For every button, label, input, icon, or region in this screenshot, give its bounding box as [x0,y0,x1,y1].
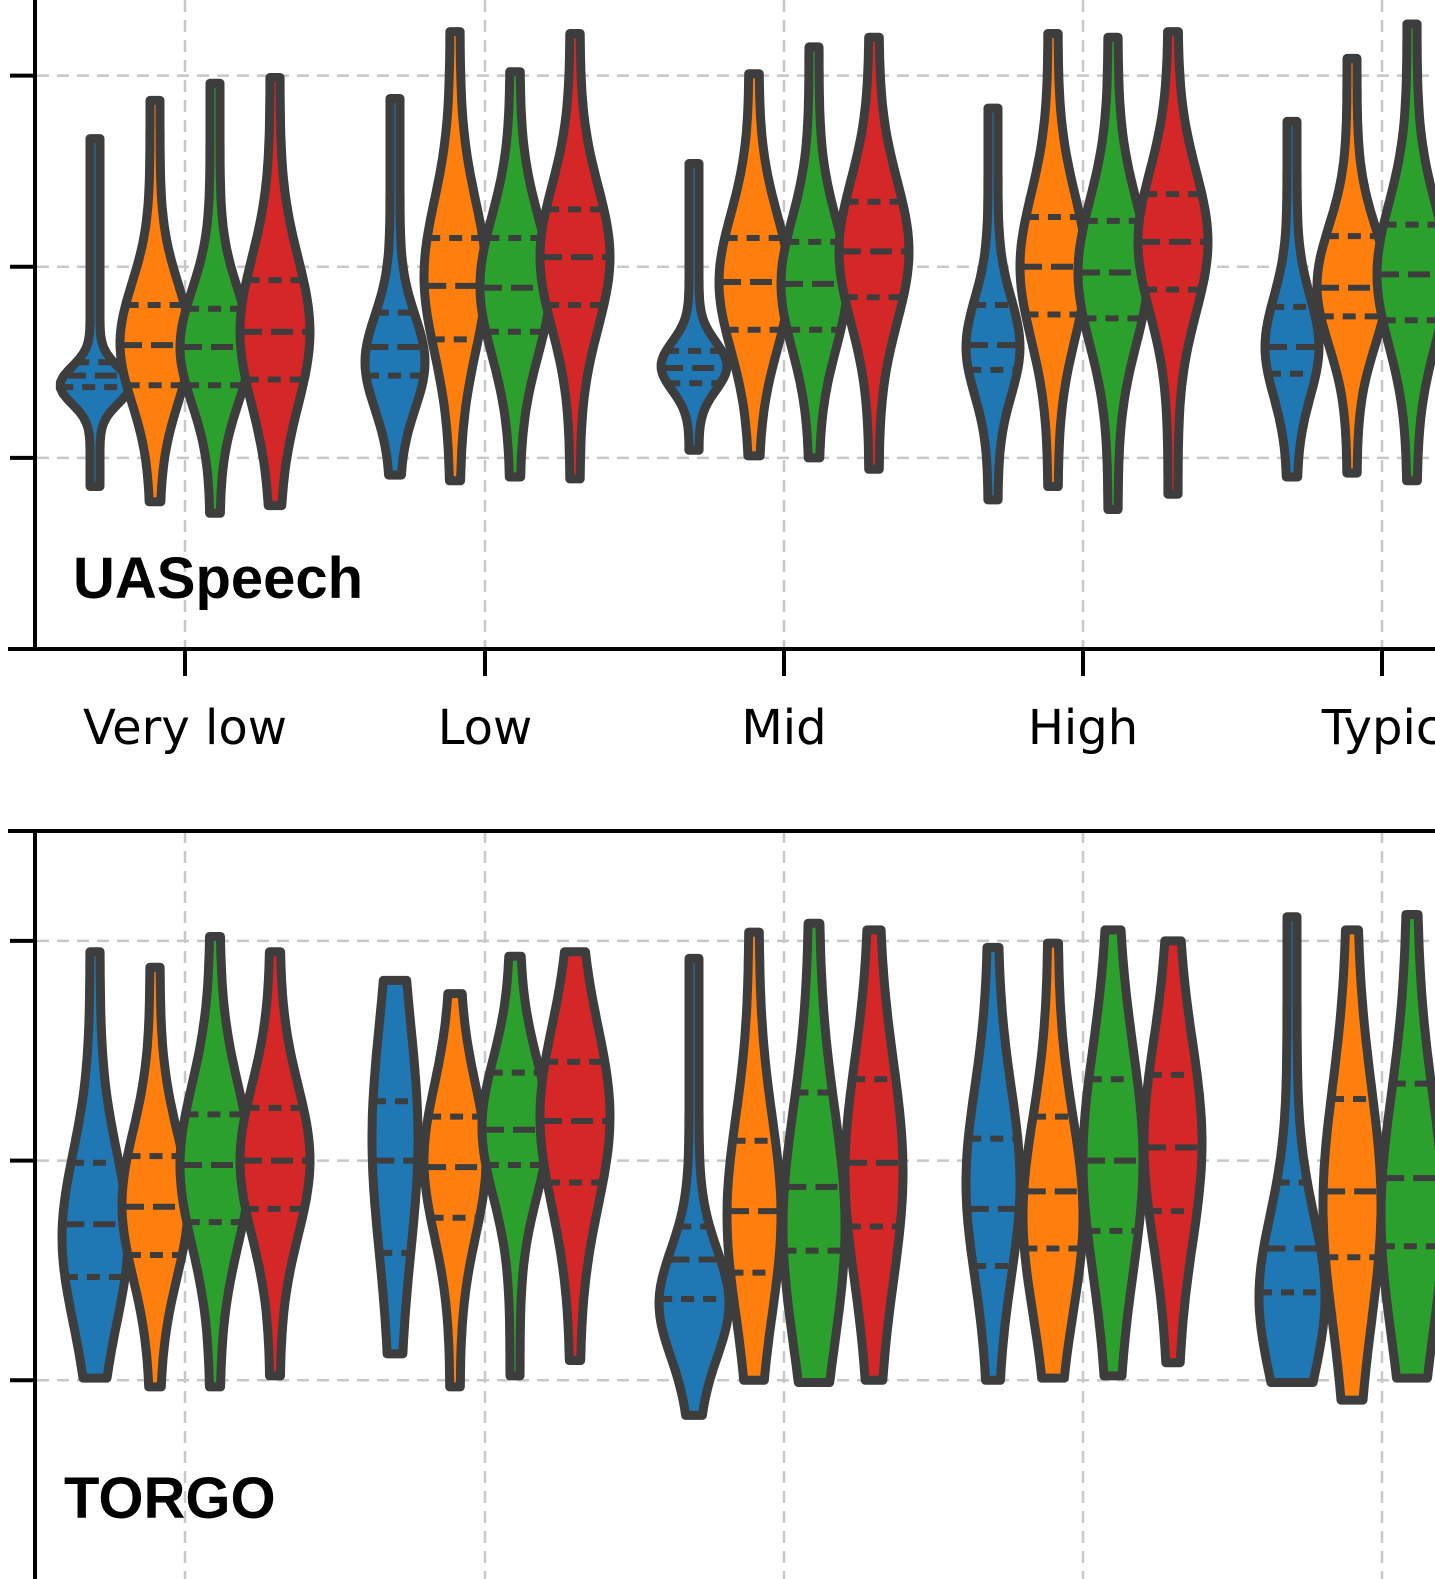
x-tick-label: Mid [741,700,826,756]
violin-body [419,27,491,486]
violin-body [360,94,430,480]
violin-body [235,947,315,1381]
violin-body [656,159,732,455]
violin-body [419,989,491,1392]
violin-body [654,953,734,1420]
violin-body [367,975,423,1359]
violin-body [475,67,555,482]
violin-body [1139,936,1207,1368]
violin-body [840,925,908,1385]
x-tick-label: Typic [1321,700,1435,756]
panel-label: TORGO [64,1466,276,1531]
violin-body [778,918,850,1387]
violin-body [535,947,615,1365]
violin-body [175,932,255,1392]
violin-body [722,927,786,1385]
violin-body [961,942,1025,1385]
violin-body [1015,29,1091,491]
violin-body [1372,19,1435,486]
violin-body [1254,912,1330,1387]
violin-body [115,95,195,507]
x-tick-label: Very low [83,700,287,756]
violin-body [1318,925,1386,1405]
violin-body [1260,116,1324,482]
violin-body [1078,925,1148,1381]
violin-body [776,42,852,463]
violin-body [1376,910,1435,1383]
x-tick-label: Low [438,700,533,756]
x-tick-label: High [1028,700,1138,756]
violin-body [1133,27,1213,499]
violins [55,19,1435,1420]
axes [8,0,1435,1579]
violin-body [235,73,315,511]
violin-body [961,103,1025,505]
violin-body [1312,53,1392,478]
violin-body [1018,938,1088,1383]
panel-label: UASpeech [73,546,363,611]
violin-body [117,962,193,1392]
